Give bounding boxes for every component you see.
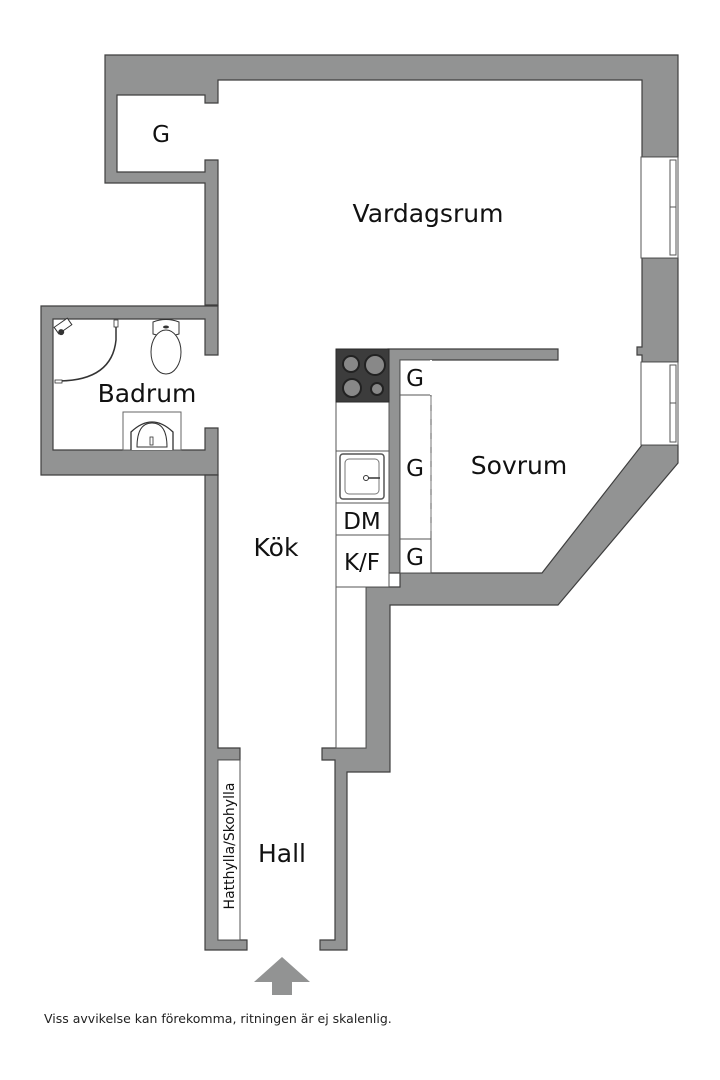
hat-shoe-shelf (217, 759, 241, 941)
dishwasher-label: DM (343, 509, 381, 535)
toilet-icon (150, 319, 182, 375)
closet-label: G (152, 122, 170, 148)
entrance-arrow-icon (254, 957, 310, 995)
walls (40, 54, 679, 951)
shower-icon (53, 317, 119, 384)
fridge-freezer-label: K/F (344, 550, 380, 576)
room-label-sovrum: Sovrum (471, 451, 567, 480)
wardrobe-label-top: G (406, 366, 424, 392)
wardrobes (399, 359, 432, 574)
bathroom-sink-icon (122, 411, 182, 451)
wardrobe-label-middle: G (406, 456, 424, 482)
room-label-badrum: Badrum (98, 379, 197, 408)
room-label-hall: Hall (258, 839, 306, 868)
window-icon (640, 156, 679, 446)
wardrobe-label-bottom: G (406, 545, 424, 571)
kitchen-sink-icon (339, 453, 385, 500)
room-label-vardagsrum: Vardagsrum (353, 199, 504, 228)
room-label-kok: Kök (254, 533, 299, 562)
disclaimer-text: Viss avvikelse kan förekomma, ritningen … (44, 1011, 392, 1026)
stove-icon (335, 348, 390, 403)
hat-shoe-shelf-label: Hatthylla/Skohylla (222, 783, 238, 910)
